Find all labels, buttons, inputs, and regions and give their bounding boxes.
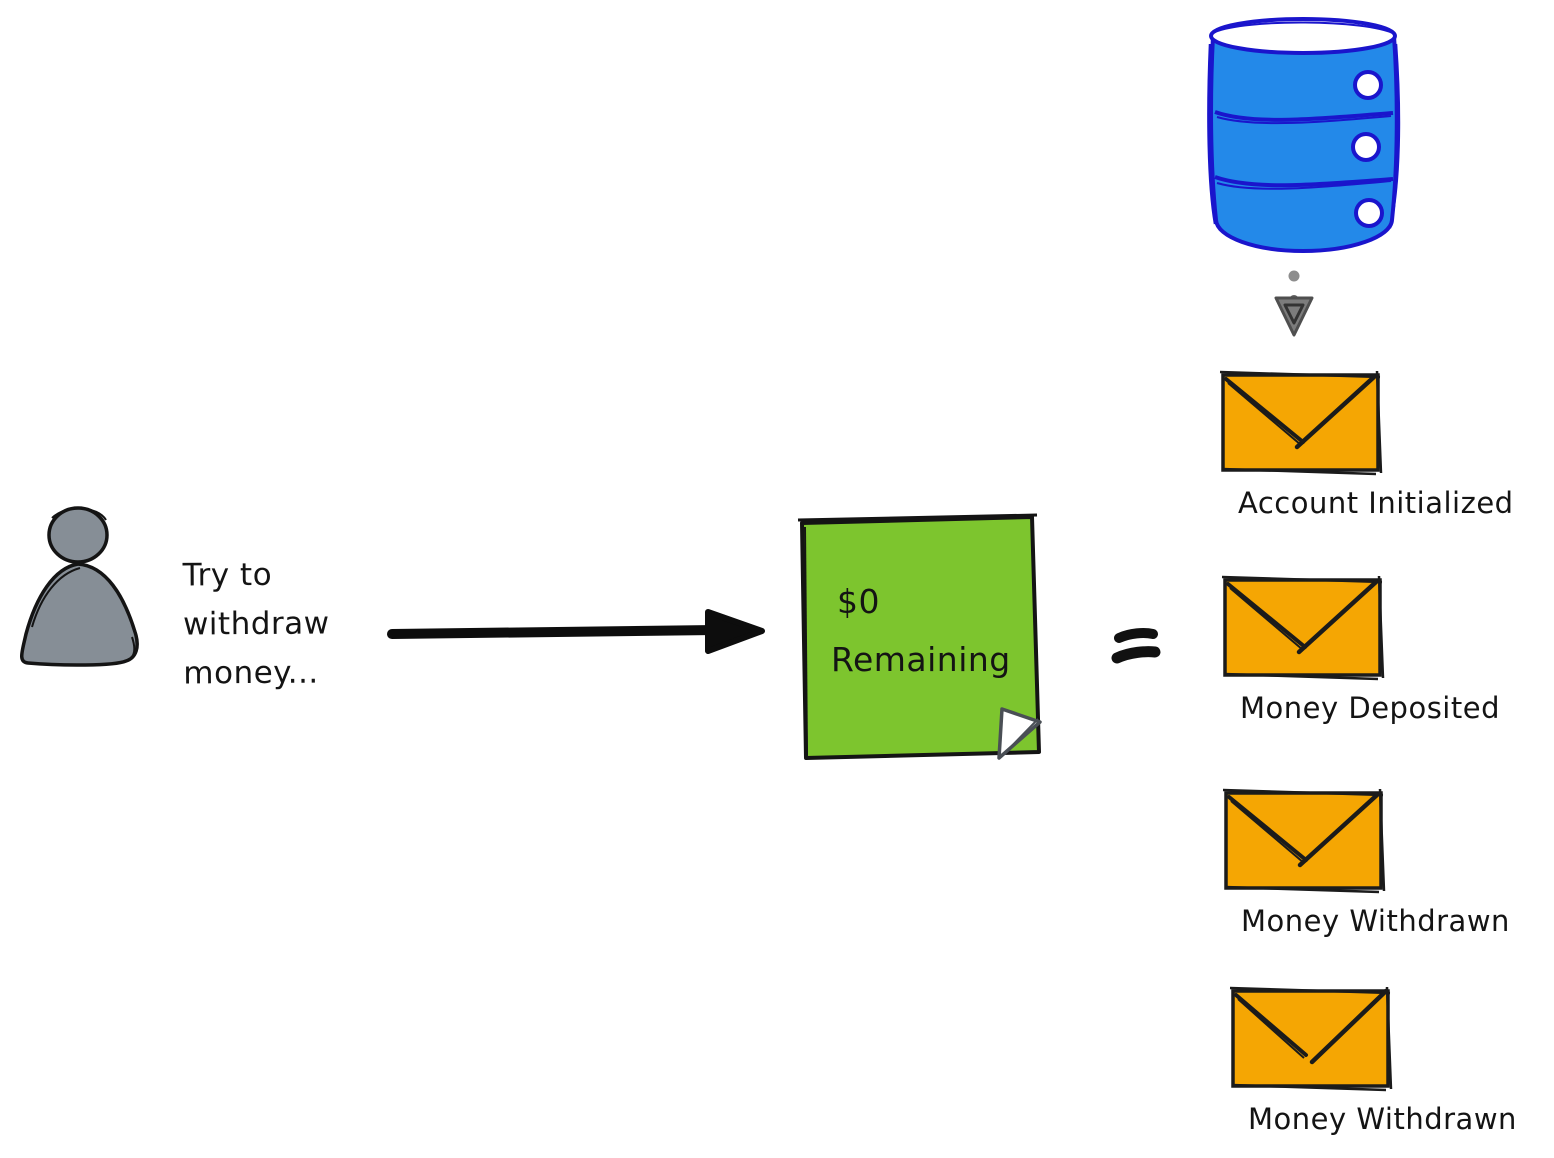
caption-line: Try to <box>182 556 273 594</box>
envelope-icon <box>1222 788 1386 894</box>
envelope-icon <box>1219 370 1383 476</box>
sticky-note-shape <box>797 513 1042 760</box>
event-item: Money Withdrawn <box>1219 784 1510 938</box>
event-label: Money Withdrawn <box>1248 1102 1517 1136</box>
sticky-note: $0 Remaining <box>795 510 1047 764</box>
equals-icon <box>1111 628 1161 664</box>
event-item: Account Initialized <box>1216 366 1514 520</box>
caption-line: money... <box>183 654 319 692</box>
note-text-remaining: Remaining <box>831 640 1011 679</box>
envelope-icon <box>1221 575 1385 681</box>
event-label: Account Initialized <box>1238 486 1514 520</box>
event-label: Money Withdrawn <box>1241 904 1510 938</box>
event-label: Money Deposited <box>1240 691 1500 725</box>
flow-arrow <box>387 609 765 654</box>
note-text-amount: $0 <box>837 582 880 621</box>
caption-line: withdraw <box>182 605 330 643</box>
person-icon <box>20 506 139 667</box>
database-icon <box>1207 17 1401 253</box>
dotted-arrow-icon <box>1274 270 1314 337</box>
event-item: Money Deposited <box>1218 571 1500 725</box>
actor-caption: Try to withdraw money... <box>182 550 330 698</box>
envelope-icon <box>1229 986 1393 1092</box>
event-item: Money Withdrawn <box>1226 982 1517 1136</box>
